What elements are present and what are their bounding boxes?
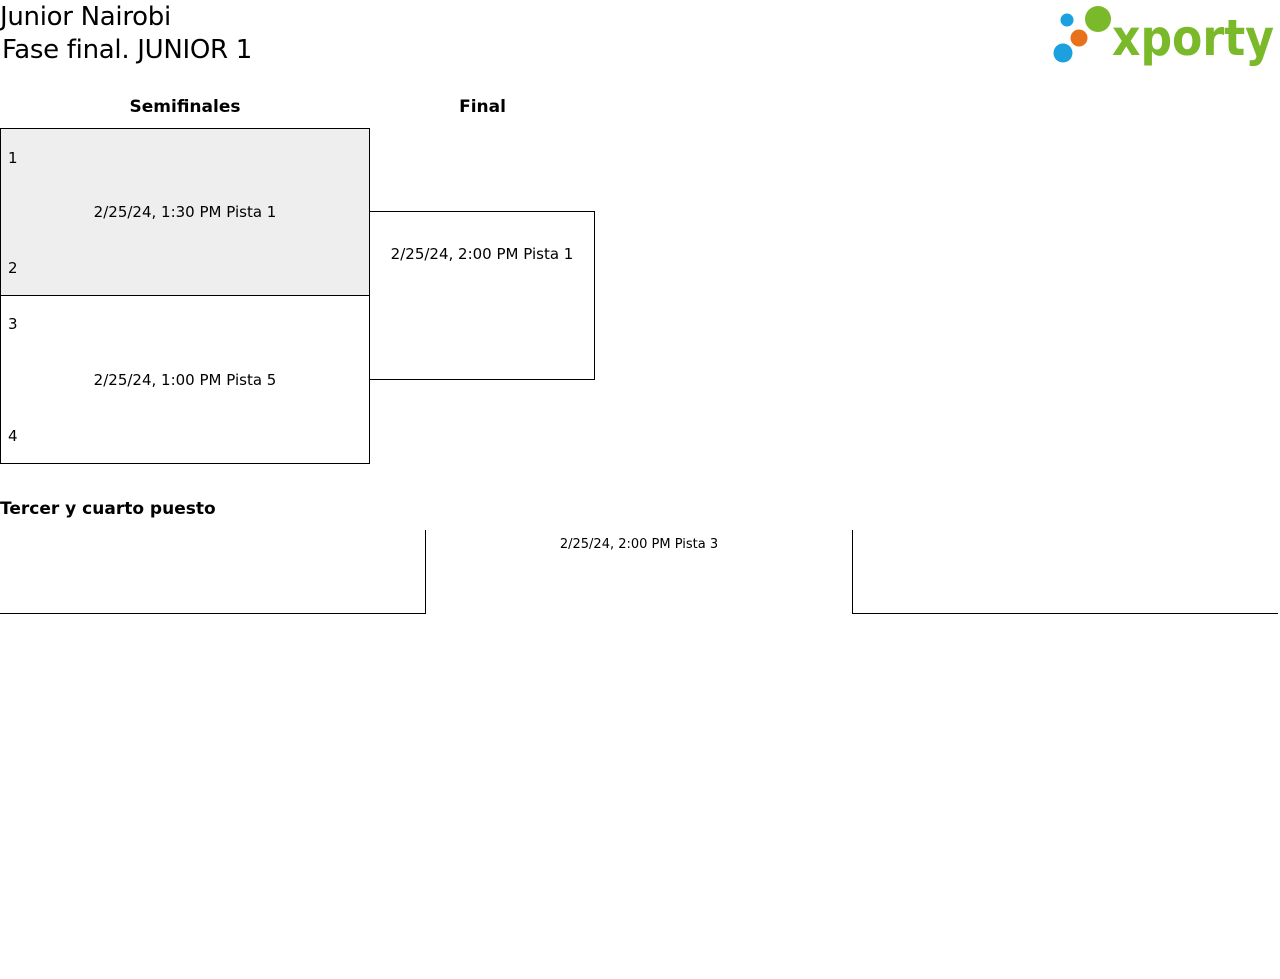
- match-info: 2/25/24, 1:00 PM Pista 5: [93, 371, 277, 389]
- team-seed: 1: [8, 149, 18, 167]
- round-header-final: Final: [459, 97, 506, 117]
- logo-wordmark: xporty: [1112, 9, 1274, 66]
- divider: [852, 530, 853, 614]
- match-info: 2/25/24, 1:30 PM Pista 1: [93, 203, 277, 221]
- match-info: 2/25/24, 2:00 PM Pista 1: [390, 245, 574, 263]
- logo-dot-orange-icon: [1070, 29, 1088, 47]
- divider: [0, 613, 426, 614]
- round-header-semifinals: Semifinales: [129, 97, 241, 117]
- divider: [852, 613, 1278, 614]
- tournament-title: Junior Nairobi: [0, 2, 171, 32]
- logo-dot-blue-small-icon: [1060, 13, 1074, 27]
- semifinal-match-1[interactable]: 1 2/25/24, 1:30 PM Pista 1 2: [0, 128, 370, 296]
- phase-subtitle: Fase final. JUNIOR 1: [2, 35, 253, 65]
- semifinal-match-2[interactable]: 3 2/25/24, 1:00 PM Pista 5 4: [0, 295, 370, 464]
- third-place-title: Tercer y cuarto puesto: [0, 499, 216, 519]
- team-seed: 4: [8, 427, 18, 445]
- team-seed: 2: [8, 259, 18, 277]
- xporty-logo: xporty: [1050, 4, 1278, 67]
- divider: [425, 530, 426, 614]
- logo-dot-blue-large-icon: [1053, 43, 1073, 63]
- team-seed: 3: [8, 315, 18, 333]
- final-match[interactable]: 2/25/24, 2:00 PM Pista 1: [369, 211, 595, 380]
- logo-dot-green-icon: [1085, 6, 1111, 32]
- match-info: 2/25/24, 2:00 PM Pista 3: [559, 537, 719, 552]
